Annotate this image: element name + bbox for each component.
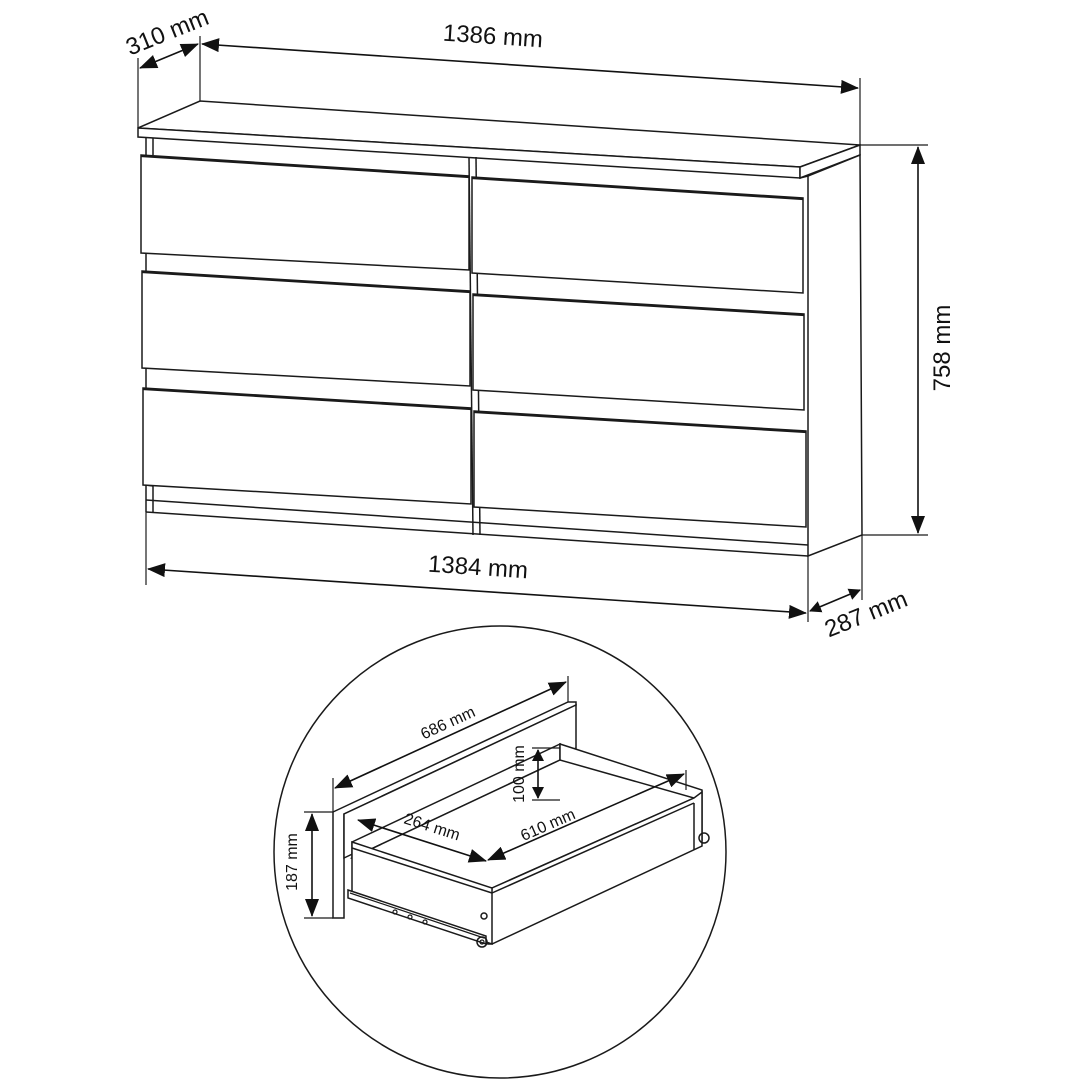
dresser-side-panel (807, 153, 863, 558)
drawer-front-left-1 (140, 154, 470, 271)
dim-arrow-top-depth (139, 43, 199, 69)
dim-arrow-drawer-length (334, 681, 567, 789)
label-bottom-width: 1384 mm (427, 551, 529, 585)
dim-arrow-drawer-inner-length (487, 773, 685, 861)
drawer-fronts-right (471, 176, 807, 528)
runner-wheel-front (476, 936, 488, 948)
label-drawer-length: 686 mm (418, 704, 478, 744)
dim-arrow-drawer-inner-width (357, 818, 487, 863)
label-top-width: 1386 mm (442, 20, 544, 54)
label-drawer-front-height: 187 mm (284, 833, 301, 891)
drawer-box-front-wall (351, 840, 493, 946)
label-body-depth: 287 mm (821, 586, 912, 644)
drawer-runner-rail (347, 832, 710, 948)
label-height: 758 mm (929, 305, 956, 392)
dim-arrow-top-width (201, 38, 859, 94)
drawer-front-right-1 (471, 176, 804, 294)
detail-circle (273, 625, 727, 1079)
label-drawer-inner-height: 100 mm (511, 745, 528, 803)
dresser (137, 100, 863, 558)
label-top-depth: 310 mm (122, 4, 213, 62)
dim-arrow-body-depth (809, 588, 861, 613)
dim-arrow-bottom-width (147, 563, 807, 619)
drawer-fronts-left (140, 154, 472, 505)
runner-wheel-back (698, 832, 710, 844)
drawer-detail: 686 mm 100 mm 264 mm 610 mm 187 mm (273, 625, 727, 1079)
drawer-fixing-hole (480, 912, 488, 920)
